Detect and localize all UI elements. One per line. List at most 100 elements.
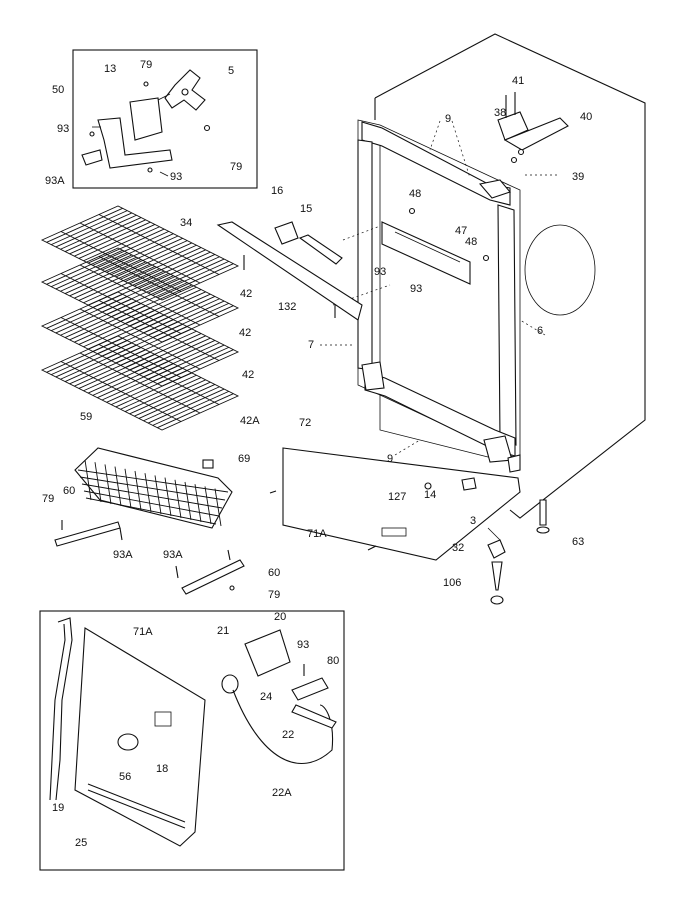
callout-71a: 71A xyxy=(307,528,327,540)
callout-69: 69 xyxy=(238,453,250,465)
basket-body xyxy=(74,447,233,529)
callout-34: 34 xyxy=(180,217,192,229)
top-hinge xyxy=(497,111,529,141)
callout-106: 106 xyxy=(443,577,461,589)
callout-42: 42 xyxy=(242,369,254,381)
callout-13: 13 xyxy=(104,63,116,75)
callout-16: 16 xyxy=(271,185,283,197)
callout-24: 24 xyxy=(260,691,272,703)
callout-38: 38 xyxy=(494,107,506,119)
callout-63: 63 xyxy=(572,536,584,548)
basket-rail-left xyxy=(54,521,121,547)
fan-mount-clip xyxy=(81,149,103,166)
callout-93a: 93A xyxy=(163,549,183,561)
machine-inset-border xyxy=(39,610,345,871)
callout-6: 6 xyxy=(537,325,543,337)
callout-9: 9 xyxy=(445,113,451,125)
callout-80: 80 xyxy=(327,655,339,667)
wire-shelf xyxy=(40,335,240,431)
wire-shelf xyxy=(40,291,240,387)
fan-inset-border xyxy=(72,49,258,189)
callout-40: 40 xyxy=(580,111,592,123)
leveling-leg-bracket xyxy=(487,539,506,559)
callout-79: 79 xyxy=(42,493,54,505)
kickplate-panel xyxy=(282,447,521,561)
callout-25: 25 xyxy=(75,837,87,849)
callout-42: 42 xyxy=(239,327,251,339)
liner-rear-contour xyxy=(524,224,596,316)
shelf-support-bracket xyxy=(381,221,471,285)
fan-assembly-inset xyxy=(72,49,258,189)
thermostat-clip xyxy=(274,221,299,245)
callout-60: 60 xyxy=(268,567,280,579)
leveling-foot xyxy=(490,595,504,605)
defrost-parts xyxy=(216,221,363,321)
callout-15: 15 xyxy=(300,203,312,215)
right-breaker-strip xyxy=(497,204,517,446)
callout-93a: 93A xyxy=(113,549,133,561)
roller xyxy=(536,526,550,534)
callout-50: 50 xyxy=(52,84,64,96)
callout-41: 41 xyxy=(512,75,524,87)
callout-42a: 42A xyxy=(240,415,260,427)
wire-shelf xyxy=(40,205,240,301)
callout-14: 14 xyxy=(424,489,436,501)
callout-72: 72 xyxy=(299,417,311,429)
fan-motor xyxy=(129,97,163,141)
callout-127: 127 xyxy=(388,491,406,503)
grommet xyxy=(117,733,139,751)
callout-22: 22 xyxy=(282,729,294,741)
callout-71a: 71A xyxy=(133,626,153,638)
callout-18: 18 xyxy=(156,763,168,775)
callout-93: 93 xyxy=(57,123,69,135)
callout-93: 93 xyxy=(170,171,182,183)
freezer-basket xyxy=(54,447,245,595)
callout-48: 48 xyxy=(409,188,421,200)
callout-93a: 93A xyxy=(45,175,65,187)
left-breaker-strip xyxy=(357,139,373,371)
fan-bracket xyxy=(97,117,173,169)
callout-19: 19 xyxy=(52,802,64,814)
callout-132: 132 xyxy=(278,301,296,313)
callout-3: 3 xyxy=(470,515,476,527)
callout-32: 32 xyxy=(452,542,464,554)
callout-42: 42 xyxy=(240,288,252,300)
drain-tube xyxy=(55,617,73,801)
heater-tube xyxy=(298,234,343,265)
callout-22a: 22A xyxy=(272,787,292,799)
relay xyxy=(221,674,239,694)
callout-93: 93 xyxy=(374,266,386,278)
callout-9: 9 xyxy=(387,453,393,465)
heater-cover xyxy=(216,221,363,321)
power-cord xyxy=(232,689,334,765)
callout-93: 93 xyxy=(297,639,309,651)
callout-59: 59 xyxy=(80,411,92,423)
hinge-plate xyxy=(503,117,569,151)
cabinet-shell xyxy=(374,33,646,519)
machine-compartment-inset xyxy=(39,610,345,871)
kickplate xyxy=(269,447,521,561)
rear-access-panel xyxy=(74,627,206,847)
callout-79: 79 xyxy=(230,161,242,173)
callout-5: 5 xyxy=(228,65,234,77)
callout-48: 48 xyxy=(465,236,477,248)
callout-20: 20 xyxy=(274,611,286,623)
callout-79: 79 xyxy=(140,59,152,71)
callout-93: 93 xyxy=(410,283,422,295)
callout-56: 56 xyxy=(119,771,131,783)
wire-shelves xyxy=(40,205,240,431)
mount-bracket xyxy=(291,677,329,701)
basket-rail-right xyxy=(181,559,245,595)
overload-cover xyxy=(244,629,291,677)
shelf-group xyxy=(40,205,240,431)
callout-7: 7 xyxy=(308,339,314,351)
callout-60: 60 xyxy=(63,485,75,497)
callout-79: 79 xyxy=(268,589,280,601)
callout-21: 21 xyxy=(217,625,229,637)
leveling-leg xyxy=(491,561,503,591)
callout-47: 47 xyxy=(455,225,467,237)
cabinet xyxy=(320,33,646,605)
